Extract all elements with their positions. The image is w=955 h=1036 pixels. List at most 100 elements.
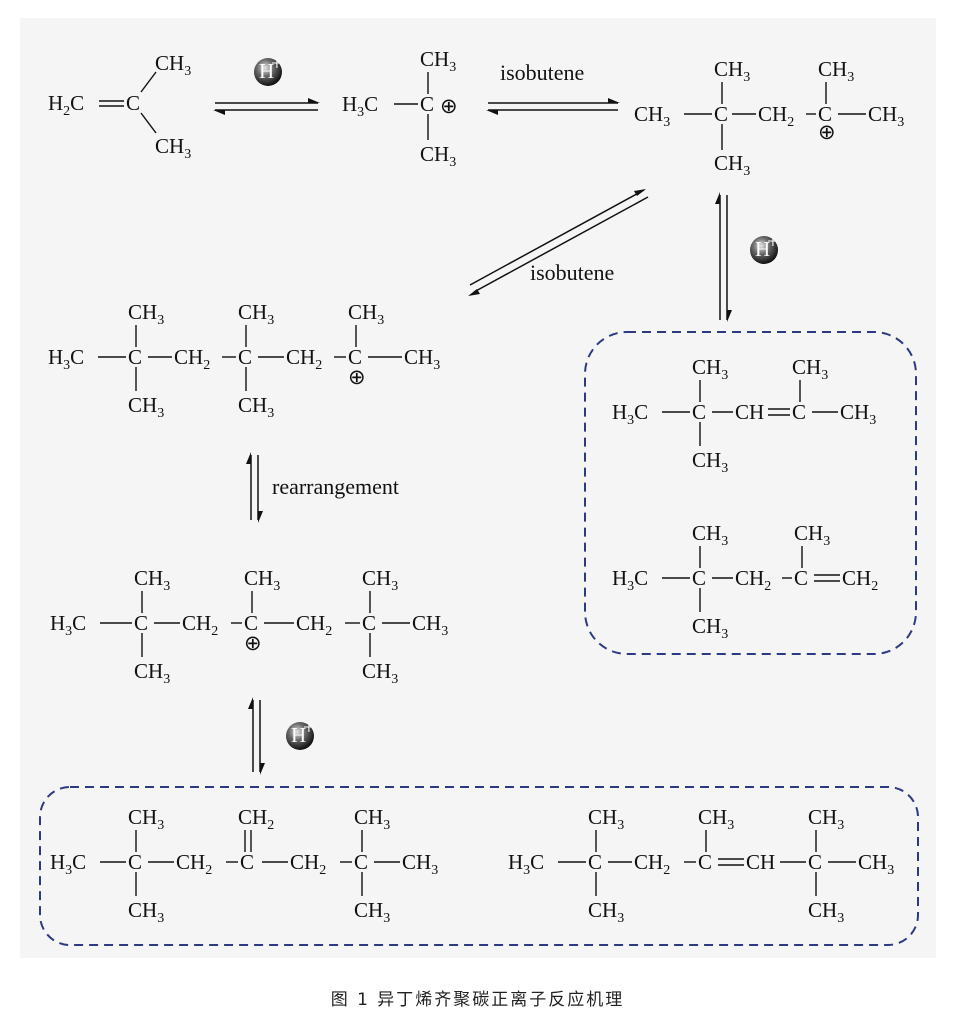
svg-text:CH3: CH3 [134,566,170,594]
svg-text:CH2: CH2 [758,102,794,130]
molecule-c8-cation: CH3 C CH3 CH3 CH2 C ⊕ CH3 CH3 [634,57,904,179]
svg-text:C: C [134,611,148,635]
svg-text:C: C [128,345,142,369]
svg-text:CH3: CH3 [818,57,854,85]
figure-caption: 图 1 异丁烯齐聚碳正离子反应机理 [330,990,625,1010]
svg-text:CH3: CH3 [792,355,828,383]
svg-text:CH3: CH3 [714,151,750,179]
atom-ch3: CH3 [155,134,191,162]
molecule-c12-cation: H3C C CH3 CH3 CH2 C CH3 CH3 CH2 C ⊕ CH3 … [48,300,440,421]
atom-ch3: CH3 [155,51,191,79]
molecule-isobutene: H2C C CH3 CH3 [48,51,191,162]
atom-c: C [126,91,140,115]
svg-text:CH3: CH3 [402,850,438,878]
svg-text:CH3: CH3 [244,566,280,594]
svg-text:CH2: CH2 [290,850,326,878]
svg-text:CH3: CH3 [238,393,274,421]
label-isobutene: isobutene [530,260,614,285]
svg-text:C: C [692,566,706,590]
svg-text:CH2: CH2 [634,850,670,878]
proton-ball-icon: H + [750,229,779,264]
svg-text:CH3: CH3 [808,898,844,926]
svg-text:CH3: CH3 [128,393,164,421]
svg-text:C: C [792,400,806,424]
svg-text:+: + [303,715,315,739]
label-isobutene: isobutene [500,60,584,85]
svg-text:CH3: CH3 [362,659,398,687]
svg-text:H3C: H3C [612,566,648,594]
svg-text:C: C [362,611,376,635]
svg-text:CH3: CH3 [128,300,164,328]
cation-charge: ⊕ [440,94,458,118]
svg-text:⊕: ⊕ [348,365,366,389]
svg-text:CH3: CH3 [420,47,456,75]
atom-h2c: H2C [48,91,84,119]
svg-text:+: + [271,51,283,75]
svg-text:CH3: CH3 [634,102,670,130]
reaction-scheme: H2C C CH3 CH3 H + H3C C ⊕ CH3 CH3 isobut… [39,47,919,946]
svg-text:H3C: H3C [612,400,648,428]
svg-text:CH2: CH2 [182,611,218,639]
svg-text:CH3: CH3 [128,898,164,926]
svg-text:+: + [767,229,779,253]
svg-text:CH3: CH3 [868,102,904,130]
svg-text:CH2: CH2 [174,345,210,373]
svg-text:CH3: CH3 [238,300,274,328]
svg-text:CH3: CH3 [412,611,448,639]
svg-text:C: C [818,102,832,126]
equilibrium-arrow [715,192,732,322]
svg-text:H3C: H3C [508,850,544,878]
svg-text:C: C [244,611,258,635]
svg-text:CH3: CH3 [692,614,728,642]
svg-text:H3C: H3C [50,850,86,878]
svg-text:C: C [588,850,602,874]
equilibrium-arrow [468,189,649,296]
svg-text:C: C [128,850,142,874]
svg-text:CH: CH [746,850,775,874]
svg-text:C: C [692,400,706,424]
svg-text:CH2: CH2 [286,345,322,373]
equilibrium-arrow [248,697,265,775]
equilibrium-arrow [486,98,620,115]
svg-text:CH2: CH2 [176,850,212,878]
label-rearrangement: rearrangement [272,474,399,499]
molecule-tert-butyl-cation: H3C C ⊕ CH3 CH3 [342,47,458,170]
svg-text:C: C [698,850,712,874]
svg-text:CH3: CH3 [354,805,390,833]
svg-text:CH3: CH3 [692,448,728,476]
svg-text:CH3: CH3 [588,805,624,833]
svg-text:CH2: CH2 [296,611,332,639]
proton-ball-icon: H + [286,715,315,750]
svg-text:CH3: CH3 [588,898,624,926]
product-box-diisobutene [584,331,917,655]
molecule-c12-cation-rearranged: H3C C CH3 CH3 CH2 C ⊕ CH3 CH2 C CH3 CH3 … [50,566,448,687]
molecule-2-4-4-trimethyl-2-pentene: H3C C CH3 CH3 CH C CH3 CH3 [612,355,876,476]
svg-text:C: C [794,566,808,590]
svg-text:CH3: CH3 [348,300,384,328]
svg-text:CH2: CH2 [238,805,274,833]
svg-text:CH3: CH3 [714,57,750,85]
molecule-triisobutene-internal: H3C C CH3 CH3 CH2 C CH3 CH C CH3 CH3 CH3 [508,805,894,926]
molecule-triisobutene-terminal: H3C C CH3 CH3 CH2 C CH2 CH2 C CH3 CH3 CH… [50,805,438,926]
svg-text:CH3: CH3 [134,659,170,687]
svg-text:H: H [755,237,770,261]
svg-text:C: C [714,102,728,126]
svg-text:C: C [240,850,254,874]
svg-text:⊕: ⊕ [244,631,262,655]
svg-text:H3C: H3C [48,345,84,373]
svg-text:CH2: CH2 [842,566,878,594]
svg-text:CH3: CH3 [858,850,894,878]
svg-text:H: H [291,723,306,747]
svg-text:CH: CH [735,400,764,424]
svg-text:CH3: CH3 [840,400,876,428]
svg-text:CH3: CH3 [794,521,830,549]
svg-text:CH2: CH2 [735,566,771,594]
molecule-2-4-4-trimethyl-1-pentene: H3C C CH3 CH3 CH2 C CH3 CH2 [612,521,878,642]
product-box-triisobutene [39,786,919,946]
svg-text:C: C [354,850,368,874]
scheme-background [20,18,936,958]
svg-text:CH3: CH3 [698,805,734,833]
atom-h3c: H3C [342,92,378,120]
svg-text:CH3: CH3 [692,355,728,383]
svg-text:CH3: CH3 [404,345,440,373]
